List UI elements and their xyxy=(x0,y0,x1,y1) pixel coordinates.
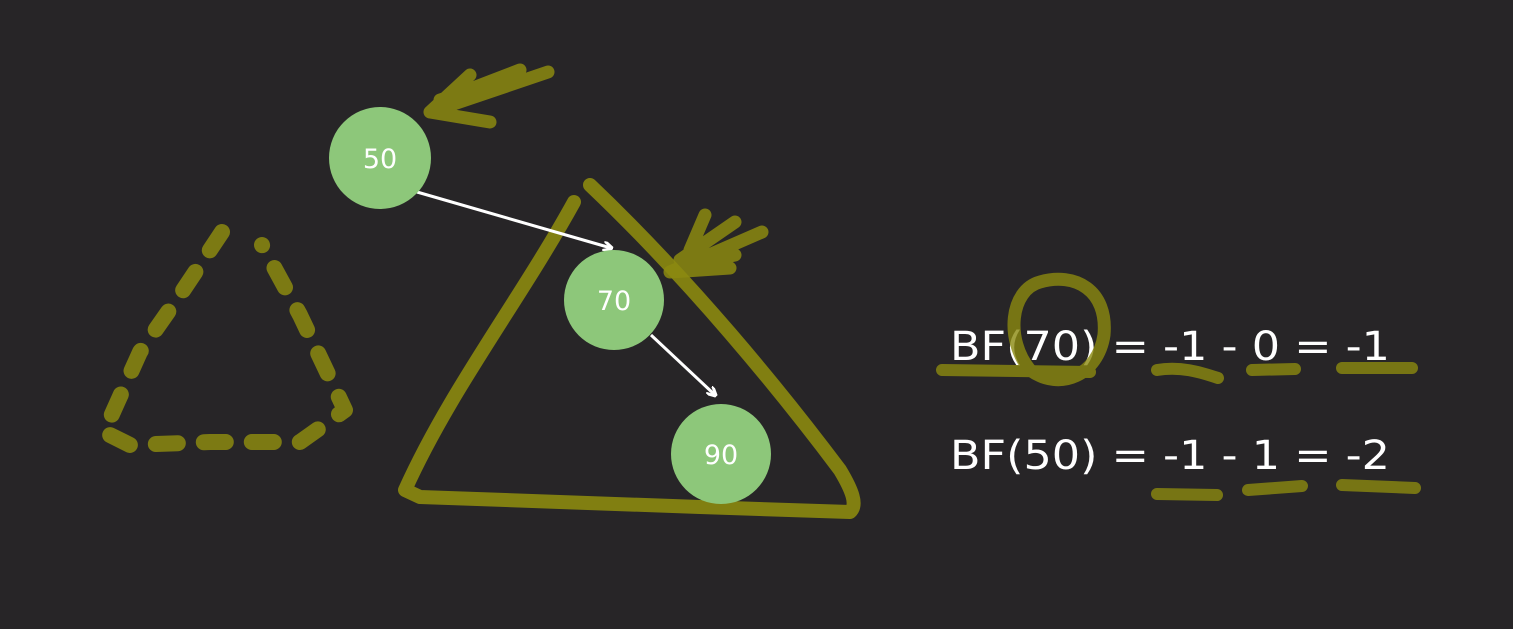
node-label-70: 70 xyxy=(597,286,631,317)
underline-minus1-row1 xyxy=(1151,362,1224,384)
equation-annotations xyxy=(936,272,1421,501)
node-circle-50 xyxy=(329,107,431,209)
node-label-90: 90 xyxy=(704,440,738,471)
underline-bf-70 xyxy=(936,364,1096,378)
underline-1-row2 xyxy=(1242,480,1308,496)
node-circle-90 xyxy=(671,404,771,504)
tree-node-70: 70 xyxy=(564,250,664,350)
dashed-triangle-outline xyxy=(96,224,353,453)
underline-0-row1 xyxy=(1246,363,1301,376)
pointer-arrow-50 xyxy=(423,63,555,129)
node-circle-70 xyxy=(564,250,664,350)
edge-50-70 xyxy=(416,190,611,248)
tree-node-90: 90 xyxy=(671,404,771,504)
node-label-50: 50 xyxy=(363,144,397,175)
pointer-arrow-70 xyxy=(663,208,769,279)
subtree-triangle-outline xyxy=(398,178,861,519)
underline-minus1-row2 xyxy=(1151,488,1223,501)
tree-node-50: 50 xyxy=(329,107,431,209)
tree-edges xyxy=(416,190,715,395)
balance-factor-equations: BF(70) = -1 - 0 = -1 BF(50) = -1 - 1 = -… xyxy=(950,324,1390,479)
underline-result-row2 xyxy=(1336,479,1421,494)
subtree-triangle xyxy=(398,178,861,519)
equation-bf-50: BF(50) = -1 - 1 = -2 xyxy=(950,433,1390,479)
edge-70-90 xyxy=(649,333,715,395)
dashed-subtree-triangle xyxy=(96,224,353,453)
